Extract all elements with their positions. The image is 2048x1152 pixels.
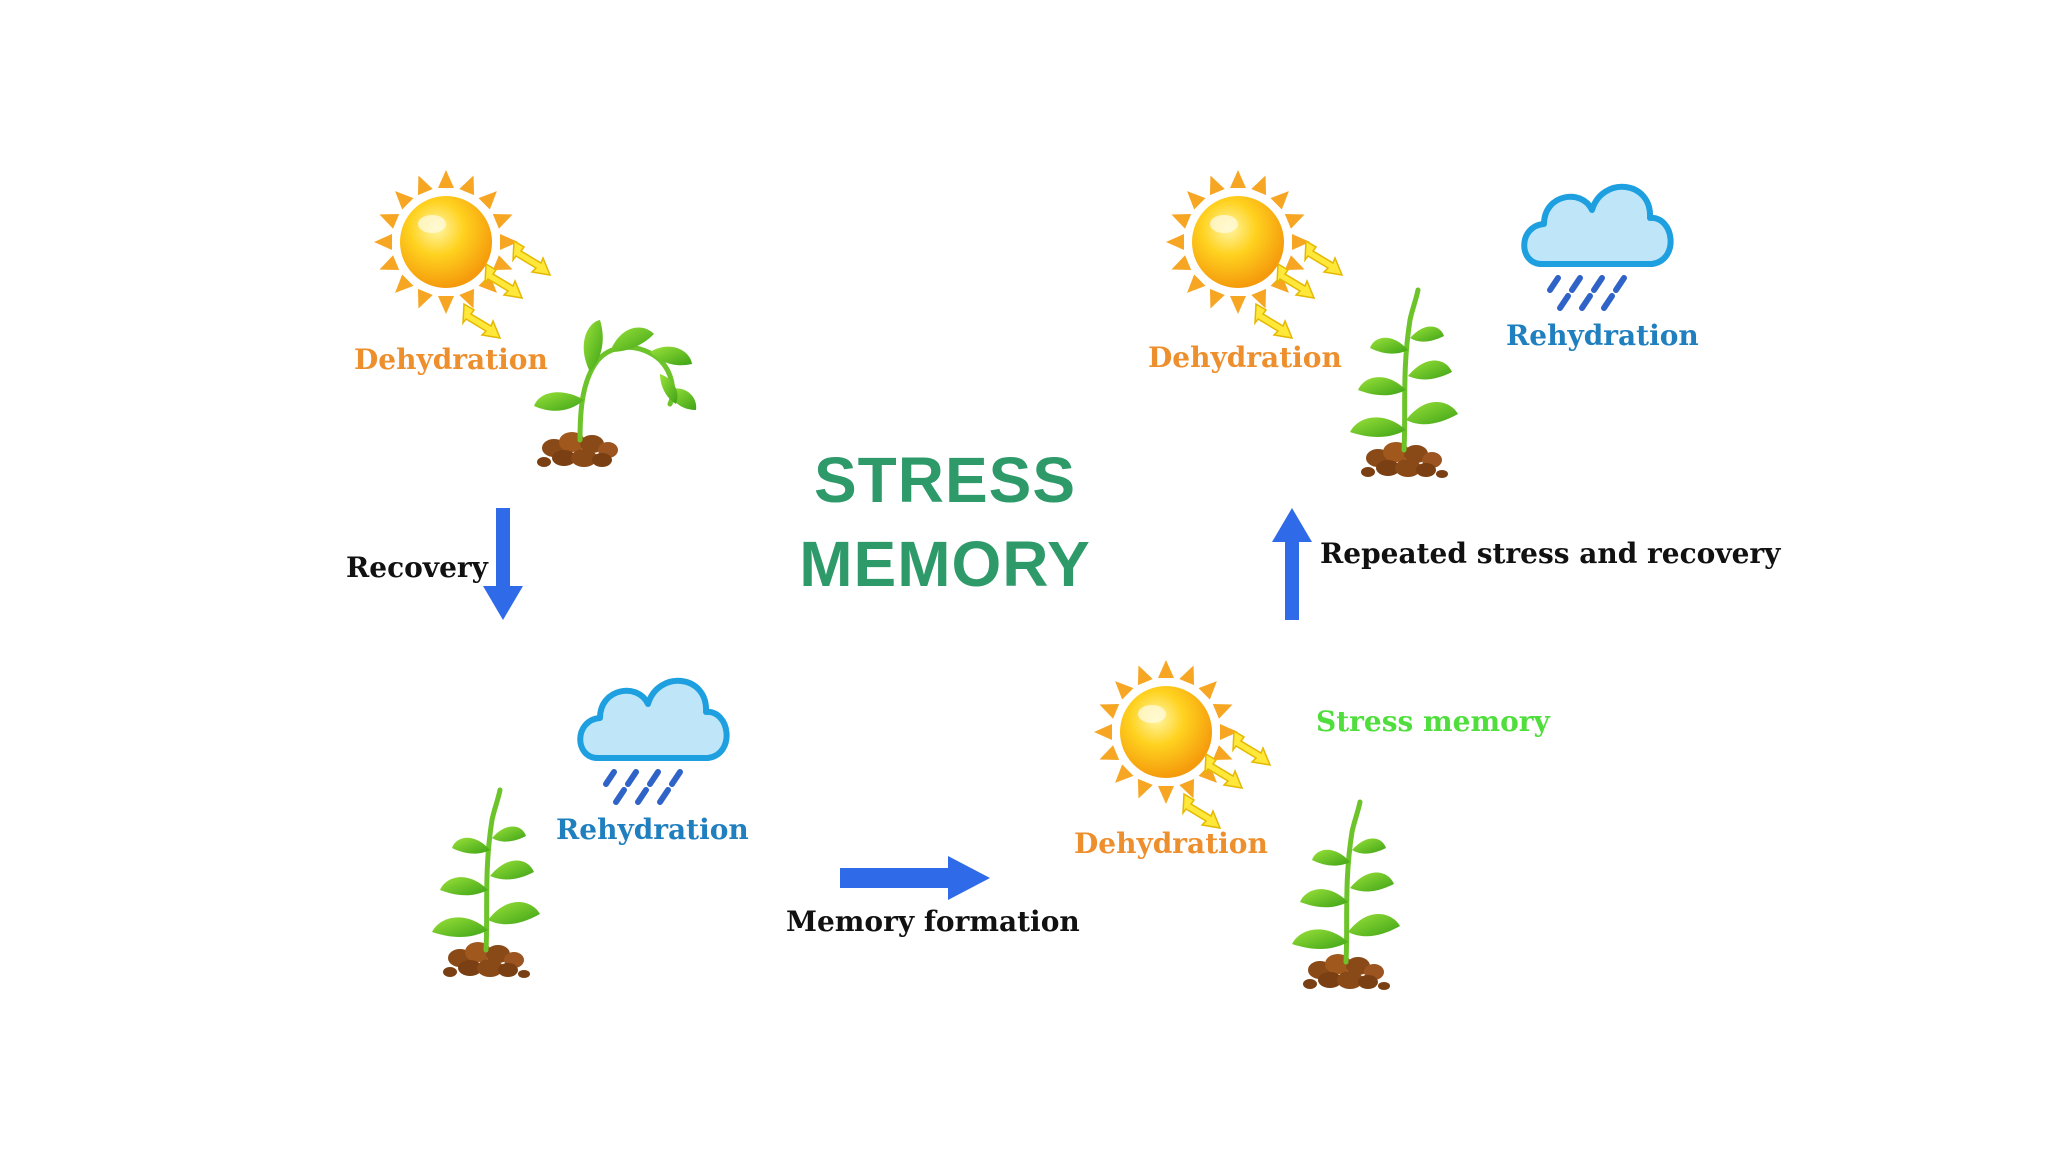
dehydration-label: Dehydration [354,343,548,376]
title-line-1: STRESS [813,444,1077,516]
arrow-icon [483,508,523,620]
cloud-rain-icon [570,672,750,812]
recovery-label: Recovery [346,551,488,584]
dehydration-label: Dehydration [1074,827,1268,860]
arrow-icon [840,856,990,900]
plant-icon [1270,770,1430,990]
arrow-icon [1272,508,1312,620]
plant-icon [530,300,730,500]
rehydration-label: Rehydration [1506,319,1699,352]
plant-icon [410,760,570,980]
dehydration-label: Dehydration [1148,341,1342,374]
memory-formation-label: Memory formation [786,905,1080,938]
cloud-rain-icon [1512,178,1692,318]
title-line-2: MEMORY [799,528,1091,600]
repeated-stress-label: Repeated stress and recovery [1320,537,1781,570]
plant-icon [1328,250,1488,470]
rehydration-label: Rehydration [556,813,749,846]
stress-memory-label: Stress memory [1316,705,1550,738]
